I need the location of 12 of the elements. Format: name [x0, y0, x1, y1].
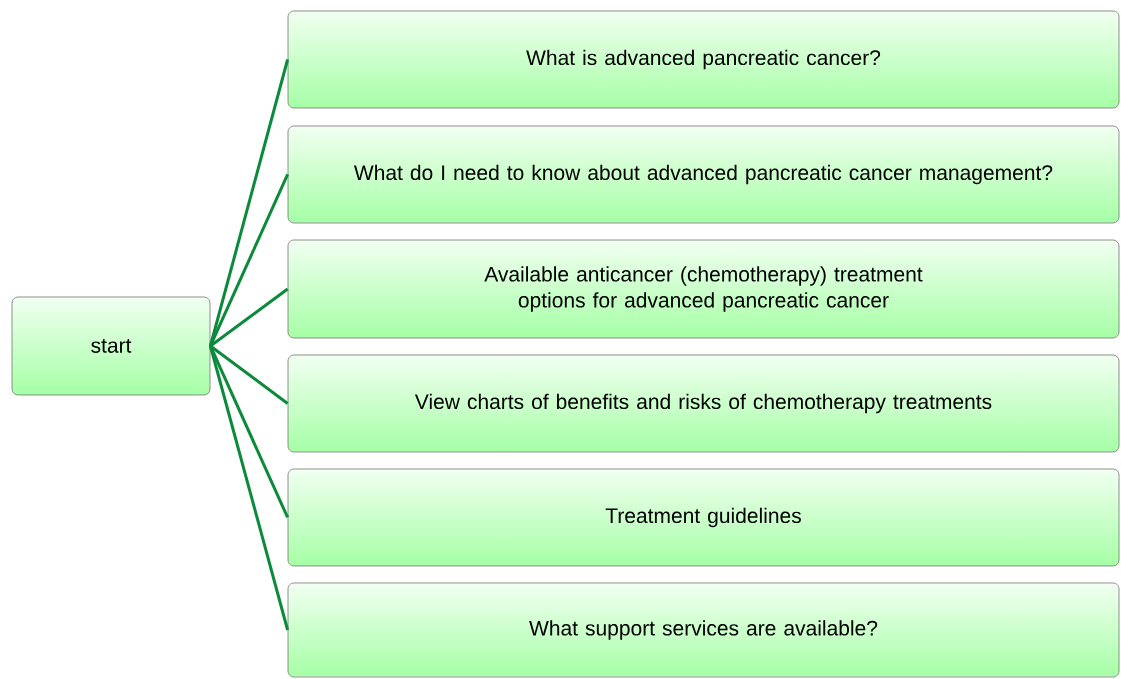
connector-line — [209, 287, 289, 348]
connector-line — [209, 173, 289, 347]
connector-line — [209, 344, 289, 405]
connector-line — [208, 345, 290, 631]
topic-box: What support services are available? — [287, 582, 1120, 678]
start-box: start — [11, 296, 211, 396]
topic-box: What is advanced pancreatic cancer? — [287, 10, 1120, 109]
topic-box: What do I need to know about advanced pancreatic cancer management? — [287, 125, 1120, 224]
topic-box: Available anticancer (chemotherapy) treatment options for advanced pancreatic cancer — [287, 239, 1120, 339]
connector-line — [209, 345, 289, 519]
topic-box: View charts of benefits and risks of chemotherapy treatments — [287, 354, 1120, 453]
topic-box: Treatment guidelines — [287, 468, 1120, 567]
